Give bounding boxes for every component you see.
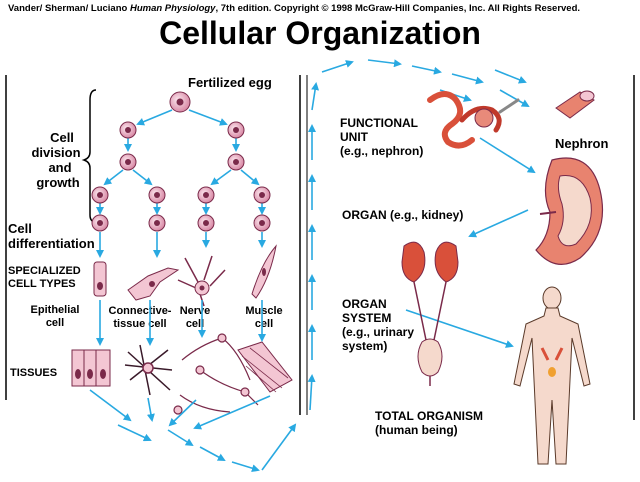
epithelial-tissue xyxy=(71,349,111,387)
label-nephron: Nephron xyxy=(555,136,609,151)
label-connective-2: tissue cell xyxy=(113,318,166,330)
label-cell-diff-1: Cell xyxy=(8,221,32,236)
label-total-organism-1: TOTAL ORGANISM xyxy=(375,409,483,423)
label-cell-division-3: and xyxy=(48,160,71,175)
label-specialized-2: CELL TYPES xyxy=(8,278,76,290)
muscle-tissue xyxy=(237,341,293,393)
tubule-segment xyxy=(555,90,595,119)
label-organ-system-3: (e.g., urinary xyxy=(342,325,414,339)
label-cell-division-4: growth xyxy=(36,175,79,190)
division-arrows xyxy=(96,109,266,258)
label-nerve-2: cell xyxy=(186,318,204,330)
label-tissues: TISSUES xyxy=(10,367,57,379)
tissue-arrows xyxy=(89,59,536,473)
label-muscle-2: cell xyxy=(255,318,273,330)
label-organ: ORGAN (e.g., kidney) xyxy=(342,208,463,222)
division-bracket xyxy=(81,89,97,223)
kidney-illustration xyxy=(535,157,604,265)
label-functional-unit-2: UNIT xyxy=(340,130,369,144)
muscle-cell xyxy=(251,244,277,299)
nephron-illustration xyxy=(427,91,520,149)
label-specialized-1: SPECIALIZED xyxy=(8,265,81,277)
label-muscle-1: Muscle xyxy=(245,305,282,317)
dividing-cells xyxy=(91,121,271,232)
label-cell-division-2: division xyxy=(31,145,80,160)
label-cell-diff-2: differentiation xyxy=(8,236,95,251)
nerve-tissue xyxy=(173,333,259,415)
label-epithelial-1: Epithelial xyxy=(31,304,80,316)
human-figure-illustration xyxy=(513,286,591,465)
label-functional-unit-1: FUNCTIONAL xyxy=(340,116,418,130)
nerve-cell xyxy=(177,255,226,307)
label-nerve-1: Nerve xyxy=(180,305,211,317)
label-total-organism-2: (human being) xyxy=(375,423,458,437)
connective-tissue xyxy=(124,344,173,396)
credit-line: Vander/ Sherman/ Luciano Human Physiolog… xyxy=(8,3,580,14)
label-organ-system-2: SYSTEM xyxy=(342,311,391,325)
label-connective-1: Connective- xyxy=(109,305,172,317)
label-organ-system-4: system) xyxy=(342,339,387,353)
page-title: Cellular Organization xyxy=(159,15,481,51)
label-epithelial-2: cell xyxy=(46,317,64,329)
fertilized-egg-cell xyxy=(169,91,191,113)
label-cell-division-1: Cell xyxy=(50,130,74,145)
label-organ-system-1: ORGAN xyxy=(342,297,387,311)
urinary-system-illustration xyxy=(401,241,459,386)
label-fertilized-egg: Fertilized egg xyxy=(188,75,272,90)
connective-tissue-cell xyxy=(127,267,180,301)
label-functional-unit-3: (e.g., nephron) xyxy=(340,144,423,158)
epithelial-cell xyxy=(93,261,107,297)
